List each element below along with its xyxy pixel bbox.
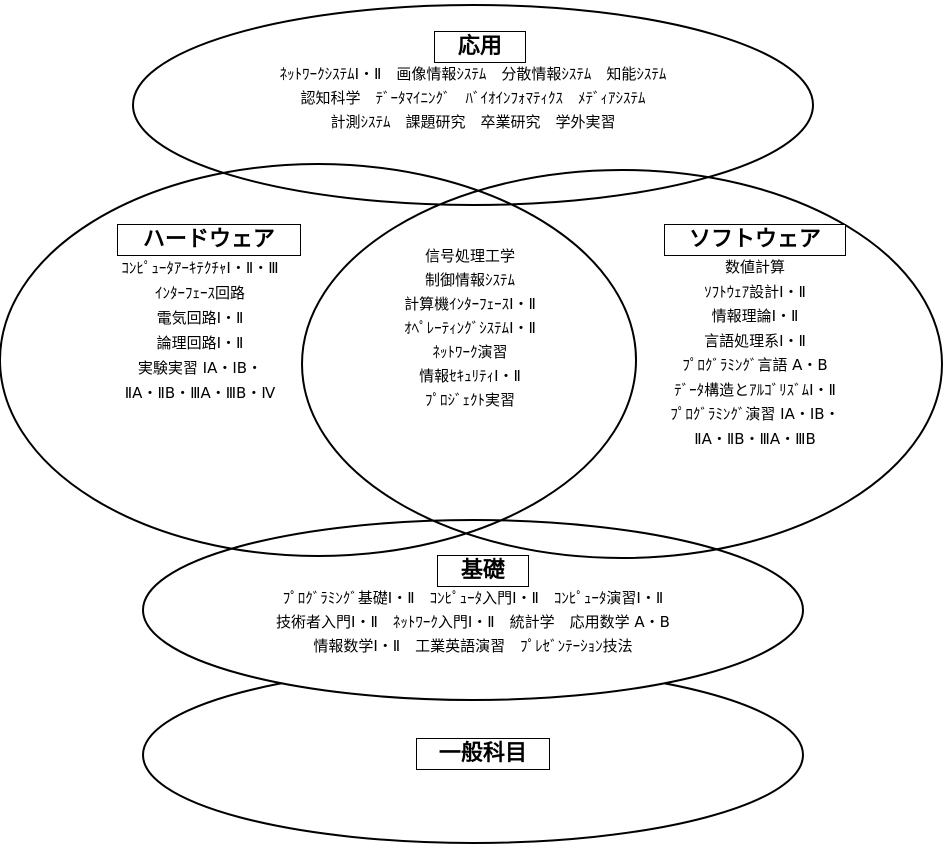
list-item: 計測ｼｽﾃﾑ 課題研究 卒業研究 学外実習 (330, 113, 616, 131)
list-item: 電気回路Ⅰ・Ⅱ (156, 309, 244, 327)
foundation-title: 基礎 (437, 555, 529, 587)
list-item: ⅡA・ⅡB・ⅢA・ⅢB・Ⅳ (124, 384, 276, 402)
list-item: 論理回路Ⅰ・Ⅱ (156, 334, 244, 352)
list-item: ｺﾝﾋﾟｭｰﾀｱｰｷﾃｸﾁｬⅠ・Ⅱ・Ⅲ (121, 259, 279, 277)
list-item: 言語処理系Ⅰ・Ⅱ (704, 331, 806, 350)
list-item: 技術者入門Ⅰ・Ⅱ ﾈｯﾄﾜｰｸ入門Ⅰ・Ⅱ 統計学 応用数学 A・B (276, 613, 670, 631)
list-item: 信号処理工学 (424, 247, 515, 265)
list-item: ﾌﾟﾛｸﾞﾗﾐﾝｸﾞ基礎Ⅰ・Ⅱ ｺﾝﾋﾟｭｰﾀ入門Ⅰ・Ⅱ ｺﾝﾋﾟｭｰﾀ演習Ⅰ・… (282, 589, 664, 607)
list-item: ﾌﾟﾛｼﾞｪｸﾄ実習 (424, 391, 515, 409)
list-item: 認知科学 ﾃﾞｰﾀﾏｲﾆﾝｸﾞ ﾊﾞｲｵｲﾝﾌｫﾏﾃｨｸｽ ﾒﾃﾞｨｱｼｽﾃﾑ (300, 89, 646, 107)
software-list: 数値計算 ｿﾌﾄｳｪｱ設計Ⅰ・Ⅱ 情報理論Ⅰ・Ⅱ 言語処理系Ⅰ・Ⅱ ﾌﾟﾛｸﾞﾗ… (620, 255, 890, 451)
list-item: 計算機ｲﾝﾀｰﾌｪｰｽⅠ・Ⅱ (404, 295, 536, 313)
list-item: 情報理論Ⅰ・Ⅱ (711, 307, 799, 325)
list-item: 制御情報ｼｽﾃﾑ (424, 271, 515, 289)
hardware-title: ハードウェア (117, 224, 301, 256)
hardware-ellipse (0, 163, 637, 557)
list-item: 実験実習 ⅠA・ⅠB・ (137, 359, 263, 377)
list-item: ﾌﾟﾛｸﾞﾗﾐﾝｸﾞ演習 ⅠA・ⅠB・ (670, 405, 840, 423)
list-item: ﾌﾟﾛｸﾞﾗﾐﾝｸﾞ言語 A・B (682, 356, 828, 374)
list-item: ｵﾍﾟﾚｰﾃｨﾝｸﾞｼｽﾃﾑⅠ・Ⅱ (404, 319, 536, 337)
foundation-list: ﾌﾟﾛｸﾞﾗﾐﾝｸﾞ基礎Ⅰ・Ⅱ ｺﾝﾋﾟｭｰﾀ入門Ⅰ・Ⅱ ｺﾝﾋﾟｭｰﾀ演習Ⅰ・… (180, 586, 766, 658)
software-ellipse (301, 169, 943, 559)
list-item: 数値計算 (724, 258, 785, 276)
hardware-list: ｺﾝﾋﾟｭｰﾀｱｰｷﾃｸﾁｬⅠ・Ⅱ・Ⅲ ｲﾝﾀｰﾌｪｰｽ回路 電気回路Ⅰ・Ⅱ 論… (70, 256, 330, 406)
list-item: ﾈｯﾄﾜｰｸ演習 (432, 343, 508, 361)
list-item: ⅡA・ⅡB・ⅢA・ⅢB (694, 429, 816, 448)
list-item: ﾃﾞｰﾀ構造とｱﾙｺﾞﾘｽﾞﾑⅠ・Ⅱ (674, 380, 836, 399)
general-title: 一般科目 (416, 738, 550, 770)
list-item: ｲﾝﾀｰﾌｪｰｽ回路 (154, 284, 245, 302)
list-item: 情報数学Ⅰ・Ⅱ 工業英語演習 ﾌﾟﾚｾﾞﾝﾃｰｼｮﾝ技法 (313, 637, 633, 655)
software-title: ソフトウェア (664, 224, 846, 256)
applied-ellipse (132, 4, 814, 206)
foundation-ellipse (142, 519, 804, 701)
list-item: ﾈｯﾄﾜｰｸｼｽﾃﾑⅠ・Ⅱ 画像情報ｼｽﾃﾑ 分散情報ｼｽﾃﾑ 知能ｼｽﾃﾑ (279, 65, 667, 83)
applied-list: ﾈｯﾄﾜｰｸｼｽﾃﾑⅠ・Ⅱ 画像情報ｼｽﾃﾑ 分散情報ｼｽﾃﾑ 知能ｼｽﾃﾑ 認… (160, 62, 786, 134)
list-item: ｿﾌﾄｳｪｱ設計Ⅰ・Ⅱ (704, 282, 806, 301)
list-item: 情報ｾｷｭﾘﾃｨⅠ・Ⅱ (419, 367, 521, 385)
overlap-list: 信号処理工学 制御情報ｼｽﾃﾑ 計算機ｲﾝﾀｰﾌｪｰｽⅠ・Ⅱ ｵﾍﾟﾚｰﾃｨﾝｸ… (360, 244, 580, 412)
applied-title: 応用 (434, 31, 526, 63)
